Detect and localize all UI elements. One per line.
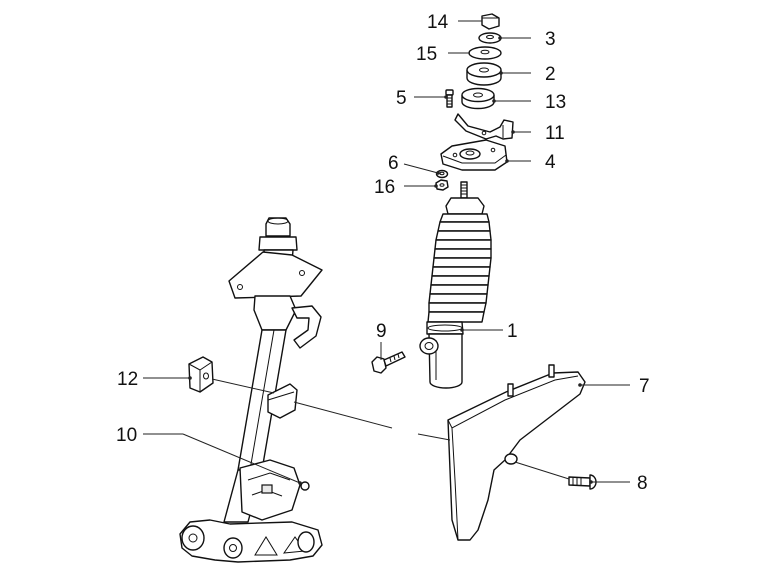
callout-7: 7 — [639, 376, 650, 397]
part-8-screw — [568, 474, 597, 490]
part-1-shock-absorber — [419, 181, 492, 389]
callout-13: 13 — [545, 92, 566, 113]
callout-10: 10 — [116, 425, 137, 446]
part-2-rubber-bush — [466, 62, 502, 86]
callout-2: 2 — [545, 64, 556, 85]
part-7-mudguard — [447, 364, 586, 541]
callout-5: 5 — [396, 88, 407, 109]
callout-1: 1 — [507, 321, 518, 342]
callout-12: 12 — [117, 369, 138, 390]
part-5-screw — [445, 89, 454, 108]
part-16-nut — [435, 179, 449, 191]
callout-9: 9 — [376, 321, 387, 342]
callout-16: 16 — [374, 177, 395, 198]
part-14-nut — [481, 13, 500, 30]
callout-labels: 14 3 15 2 5 13 11 6 4 16 9 1 12 7 10 8 — [116, 12, 650, 494]
part-11-bracket — [454, 113, 514, 140]
callout-14: 14 — [427, 12, 449, 33]
callout-11: 11 — [545, 123, 565, 144]
callout-15: 15 — [416, 44, 437, 65]
callout-4: 4 — [545, 152, 556, 173]
part-4-mounting-plate — [440, 139, 508, 171]
callout-8: 8 — [637, 473, 648, 494]
part-3-washer — [478, 32, 502, 44]
callout-3: 3 — [545, 29, 556, 50]
part-13-rubber-bush — [461, 87, 495, 110]
part-10-steering-column-assembly — [179, 217, 323, 563]
leader-lines — [143, 20, 630, 485]
callout-6: 6 — [388, 153, 399, 174]
part-9-bolt — [371, 351, 406, 374]
part-12-clip-nut — [188, 356, 214, 393]
part-15-flat-washer — [468, 46, 502, 60]
